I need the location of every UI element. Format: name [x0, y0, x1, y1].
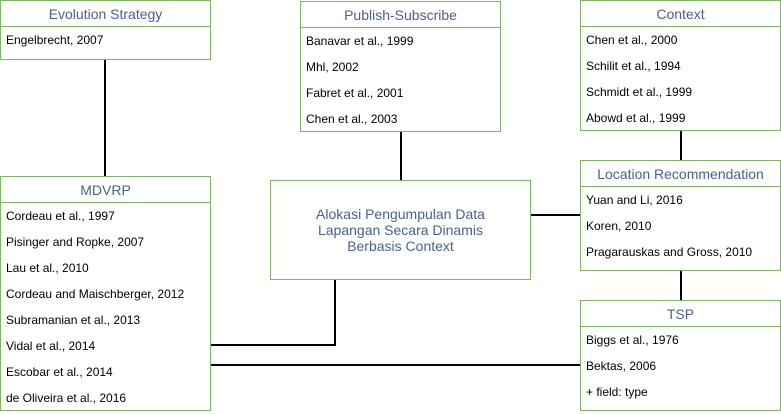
mdvrp-title: MDVRP	[1, 177, 210, 203]
context-item: Schmidt et al., 1999	[586, 85, 693, 99]
location-recommendation-title: Location Recommendation	[581, 161, 780, 187]
connector-center-location	[530, 214, 581, 216]
location-recommendation-box[interactable]: Location Recommendation Yuan and Li, 201…	[580, 160, 781, 271]
publish-subscribe-box[interactable]: Publish-Subscribe Banavar et al., 1999 M…	[300, 1, 501, 132]
publish-subscribe-title: Publish-Subscribe	[301, 2, 500, 28]
mdvrp-item: Pisinger and Ropke, 2007	[6, 235, 145, 249]
context-item: Abowd et al., 1999	[586, 111, 686, 125]
mdvrp-item: Cordeau and Maischberger, 2012	[6, 287, 185, 301]
location-recommendation-item: Koren, 2010	[586, 219, 652, 233]
central-topic-line: Lapangan Secara Dinamis	[317, 222, 483, 238]
central-topic-line: Berbasis Context	[347, 238, 454, 254]
mdvrp-item: de Oliveira et al., 2016	[6, 391, 127, 405]
mdvrp-item: Escobar et al., 2014	[6, 365, 113, 379]
connector-mdvrp-tsp	[210, 364, 581, 366]
connector-evolution-mdvrp	[104, 59, 106, 177]
publish-subscribe-item: Chen et al., 2003	[306, 112, 398, 126]
mdvrp-item: Lau et al., 2010	[6, 261, 89, 275]
context-title: Context	[581, 1, 780, 27]
publish-subscribe-item: Banavar et al., 1999	[306, 34, 414, 48]
context-item: Chen et al., 2000	[586, 33, 678, 47]
connector-context-location	[680, 130, 682, 161]
context-item: Schilit et al., 1994	[586, 59, 681, 73]
tsp-item: + field: type	[586, 385, 648, 399]
mdvrp-item: Vidal et al., 2014	[6, 339, 96, 353]
location-recommendation-item: Pragarauskas and Gross, 2010	[586, 245, 753, 259]
mdvrp-item: Cordeau et al., 1997	[6, 209, 115, 223]
connector-publish-center	[400, 131, 402, 181]
mdvrp-item: Subramanian et al., 2013	[6, 313, 141, 327]
location-recommendation-item: Yuan and Li, 2016	[586, 193, 683, 207]
context-box[interactable]: Context Chen et al., 2000 Schilit et al.…	[580, 0, 781, 131]
tsp-item: Bektas, 2006	[586, 359, 657, 373]
tsp-box[interactable]: TSP Biggs et al., 1976 Bektas, 2006 + fi…	[580, 300, 781, 411]
connector-location-tsp	[680, 270, 682, 301]
evolution-strategy-title: Evolution Strategy	[1, 1, 210, 27]
central-topic-line: Alokasi Pengumpulan Data	[316, 206, 485, 222]
tsp-title: TSP	[581, 301, 780, 327]
tsp-item: Biggs et al., 1976	[586, 333, 679, 347]
connector-center-mdvrp-horizontal	[210, 344, 336, 346]
mdvrp-box[interactable]: MDVRP Cordeau et al., 1997 Pisinger and …	[0, 176, 211, 411]
connector-center-mdvrp-vertical	[334, 280, 336, 346]
central-topic-text: Alokasi Pengumpulan Data Lapangan Secara…	[316, 206, 485, 254]
central-topic-box[interactable]: Alokasi Pengumpulan Data Lapangan Secara…	[270, 180, 531, 280]
publish-subscribe-item: Fabret et al., 2001	[306, 86, 404, 100]
evolution-strategy-box[interactable]: Evolution Strategy Engelbrecht, 2007	[0, 0, 211, 60]
evolution-strategy-item: Engelbrecht, 2007	[6, 33, 104, 47]
publish-subscribe-item: Mhl, 2002	[306, 60, 359, 74]
